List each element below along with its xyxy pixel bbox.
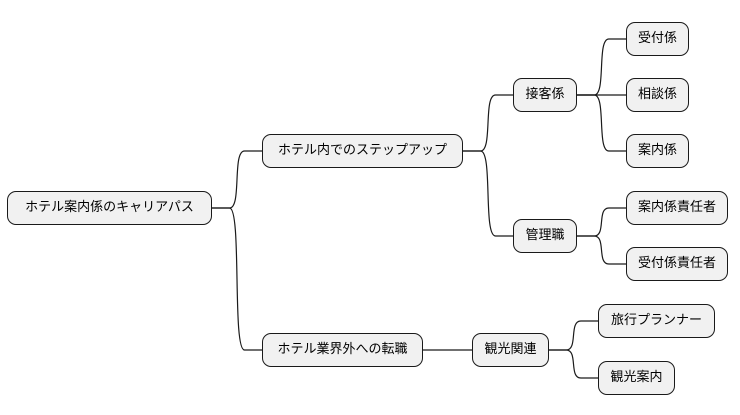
manager-guide-node: 案内係責任者 — [626, 191, 728, 225]
connector-line-11 — [549, 320, 598, 351]
connector-line-9 — [577, 207, 626, 237]
connector-line-12 — [549, 349, 598, 379]
root-node: ホテル案内係のキャリアパス — [7, 191, 212, 225]
tourism-planner-node: 旅行プランナー — [598, 304, 715, 338]
branch-internal-node: ホテル内でのステップアップ — [262, 134, 463, 168]
branch-external-node: ホテル業界外への転職 — [262, 333, 423, 367]
connector-line-6 — [577, 38, 626, 96]
reception-node: 接客係 — [513, 78, 577, 112]
connector-line-4 — [463, 150, 513, 237]
tourism-node: 観光関連 — [472, 333, 549, 367]
manager-receiving-node: 受付係責任者 — [626, 247, 728, 281]
connector-line-1 — [212, 150, 262, 209]
tourism-guide-node: 観光案内 — [598, 361, 675, 395]
connector-line-3 — [463, 94, 513, 152]
management-node: 管理職 — [513, 219, 577, 253]
reception-guide-node: 案内係 — [626, 134, 689, 168]
connector-line-10 — [577, 235, 626, 265]
connector-line-8 — [577, 94, 626, 152]
reception-consulting-node: 相談係 — [626, 78, 689, 112]
connector-line-2 — [212, 207, 262, 351]
reception-receiving-node: 受付係 — [626, 22, 689, 56]
